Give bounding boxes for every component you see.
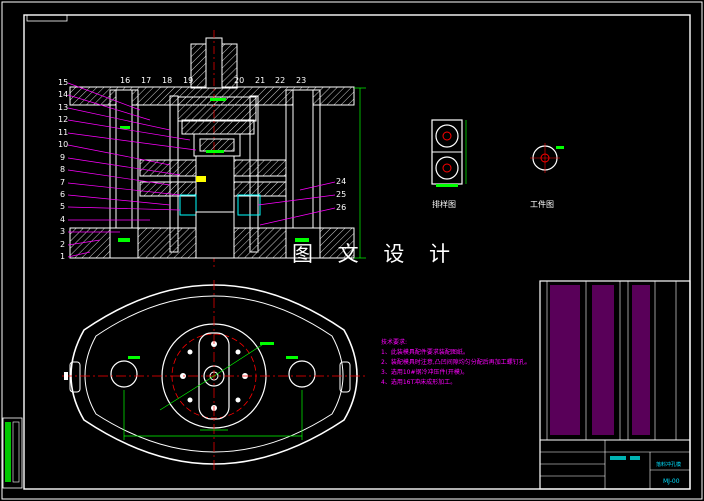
callout-label: 25 xyxy=(336,190,347,199)
callout-label: 8 xyxy=(60,165,66,174)
callout-label: 24 xyxy=(336,177,347,186)
callout-label: 1 xyxy=(60,252,66,261)
callout-label: 20 xyxy=(234,76,245,85)
title-block-drawing-name: 落料冲孔模 xyxy=(656,462,682,468)
callout-label: 12 xyxy=(58,115,69,124)
callout-label: 11 xyxy=(58,128,69,137)
callout-label: 15 xyxy=(58,78,69,87)
tech-note-item: 3、选用10#钢冷冲压件(开模)。 xyxy=(381,369,469,376)
workpiece-label: 工件图 xyxy=(530,200,554,209)
callout-label: 10 xyxy=(58,140,69,149)
technical-requirements: 技术要求: 1、此装模具配件要求装配图纸。 2、装配模具时注意,凸凹间隙均匀分配… xyxy=(381,338,531,388)
tech-note-item: 1、此装模具配件要求装配图纸。 xyxy=(381,349,469,356)
callout-label: 14 xyxy=(58,90,69,99)
callout-label: 13 xyxy=(58,103,69,112)
strip-layout-view xyxy=(431,119,467,187)
tech-notes-title: 技术要求: xyxy=(381,339,408,346)
callout-label: 9 xyxy=(60,153,66,162)
callout-label: 22 xyxy=(275,76,286,85)
workpiece-view xyxy=(530,143,564,173)
callout-label: 23 xyxy=(296,76,307,85)
strip-layout-label: 排样图 xyxy=(432,200,456,209)
section-view xyxy=(69,30,366,268)
leader-lines xyxy=(67,82,336,258)
callout-label: 16 xyxy=(120,76,131,85)
callout-label: 2 xyxy=(60,240,66,249)
callout-label: 4 xyxy=(60,215,66,224)
callout-label: 19 xyxy=(183,76,194,85)
callout-label: 3 xyxy=(60,227,66,236)
callout-label: 6 xyxy=(60,190,66,199)
callout-label: 7 xyxy=(60,178,66,187)
callout-label: 17 xyxy=(141,76,152,85)
callout-label: 5 xyxy=(60,202,66,211)
tech-note-item: 4、选用16T冲床成形加工。 xyxy=(381,379,457,386)
side-label-block xyxy=(2,417,23,489)
parts-list-table xyxy=(539,280,691,490)
title-block-drawing-code: MJ-00 xyxy=(663,478,680,485)
watermark-text: 图 文 设 计 xyxy=(292,242,460,266)
callout-label: 21 xyxy=(255,76,266,85)
plan-view xyxy=(62,280,366,470)
callout-label: 18 xyxy=(162,76,173,85)
callout-label: 26 xyxy=(336,203,347,212)
tech-note-item: 2、装配模具时注意,凸凹间隙均匀分配后再加工螺钉孔。 xyxy=(381,359,531,366)
